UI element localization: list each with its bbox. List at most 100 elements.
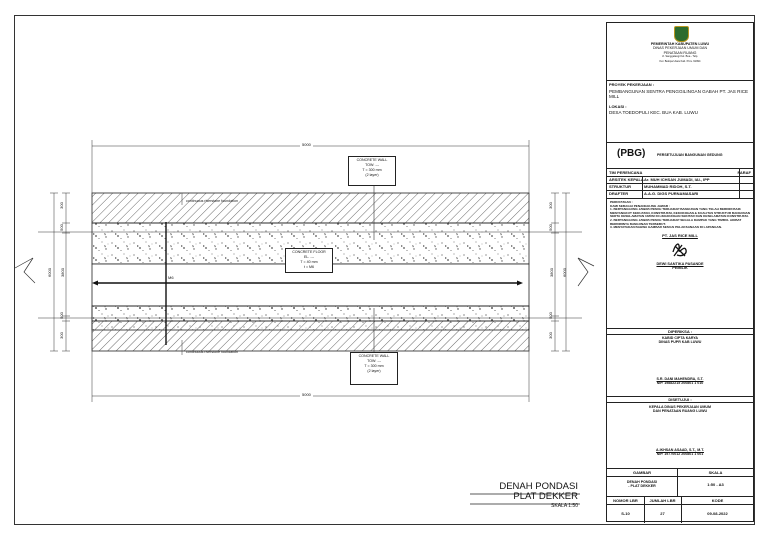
drawing-scale: SKALA 1:50: [551, 503, 578, 509]
foundation-label-top: continuous riverstone foundation: [186, 199, 238, 203]
team-section: TIM PERENCANA PARAF ARSITEK KEPALA Ar. M…: [607, 168, 753, 199]
dim-top-text: 5000: [300, 142, 313, 147]
wall-label-top: CONCRETE WALL TOW: --- T = 300 mm (2 lay…: [348, 156, 396, 186]
owner-role: PEMILIK: [672, 265, 688, 270]
team-role-3: DRAFTER: [609, 191, 629, 196]
wall-top-line-5: (2 layer): [365, 173, 379, 177]
team-name-3: A.A.G. DIGS PURNAMASARI: [644, 191, 699, 196]
dim-left-2: 500: [58, 224, 64, 231]
dim-left-overall: 6000: [46, 268, 52, 277]
government-logo: [674, 26, 689, 42]
org-line-4: Jl. Sanggalangi Kel. Bua - Telp.: [662, 55, 698, 59]
jumlah-label: JUMLAH LBR: [649, 498, 676, 503]
diperiksa-label: DIPERIKSA :: [667, 329, 693, 334]
break-mark-left: [14, 257, 36, 284]
kode-label: KODE: [711, 498, 724, 503]
dim-right-overall: 6000: [561, 268, 567, 277]
owner-name: DEWI SANTIKA PASANDE: [656, 262, 704, 267]
riverstone-band-top: [91, 192, 530, 224]
team-label: TIM PERENCANA: [609, 170, 643, 175]
diperiksa-name: S.R. DANI MAHENDRA, S.T.: [656, 376, 704, 381]
wall-label-bottom: CONCRETE WALL TOW: --- T = 300 mm (2 lay…: [350, 352, 398, 385]
org-line-1: PEMERINTAH KABUPATEN LUWU: [650, 42, 710, 46]
wall-top-line-2: TOW: ---: [365, 163, 379, 167]
drawing-title-line1: DENAH PONDASI: [499, 481, 578, 492]
floor-line-4: t = M6: [303, 265, 315, 269]
dim-bottom-text: 5000: [300, 392, 313, 397]
sheet-border: [14, 15, 755, 525]
dim-right-4: 500: [547, 312, 553, 319]
statement-section: PERNYATAAN : KAMI SEBAGAI PENANGGUNG JAW…: [607, 198, 753, 328]
diperiksa-label-row: DIPERIKSA :: [607, 328, 753, 334]
dim-right-5: 300: [547, 332, 553, 339]
floor-label: CONCRETE FLOOR EL. --- T = 40 mm t = M6: [285, 248, 333, 273]
org-line-3: PENATAAN RUANG: [663, 50, 697, 55]
disetujui-role-2: DAN PENATAAN RUANG LUWU: [652, 409, 708, 414]
pbg-code: (PBG): [617, 148, 646, 159]
owner-signature: [670, 240, 690, 260]
nomor-label: NOMOR LBR: [613, 498, 638, 503]
team-role-1: ARSITEK KEPALA: [609, 177, 644, 182]
diperiksa-section: KABID CIPTA KARYA DINAS PUPR KAB LUWU S.…: [607, 334, 753, 396]
project-label: PROYEK PEKERJAAN :: [609, 82, 655, 87]
org-line-2: DINAS PEKERJAAN UMUM DAN: [652, 46, 708, 51]
kode-value: 09-08-2022: [707, 511, 728, 516]
drawing-title-line2: PLAT DEKKER: [513, 491, 578, 502]
floor-line-3: T = 40 mm: [300, 260, 318, 264]
dim-right-3: 3800: [548, 268, 554, 277]
skala-label: SKALA: [708, 470, 723, 475]
drawing-title: DENAH PONDASI PLAT DEKKER SKALA 1:50: [470, 482, 578, 510]
foundation-label-bottom: continuous riverstone foundation: [186, 350, 238, 354]
project-section: PROYEK PEKERJAAN : PEMBANGUNAN SENTRA PE…: [607, 80, 753, 142]
wall-bottom-line-5: (2 layer): [367, 369, 381, 373]
project-name: PEMBANGUNAN SENTRA PENGGILINGAN GABAH PT…: [609, 89, 749, 100]
dim-left-5: 300: [58, 332, 64, 339]
gambar-value: DENAH PONDASI - PLAT DEKKER: [626, 480, 658, 489]
disetujui-label: DISETUJUI :: [668, 397, 692, 402]
disetujui-role-1: KEPALA DINAS PEKERJAAN UMUM: [649, 405, 711, 409]
wall-bottom-line-2: TOW: ---: [367, 359, 381, 363]
nomor-value: S-10: [621, 511, 630, 516]
break-mark-right: [577, 257, 595, 287]
disetujui-label-row: DISETUJUI :: [607, 396, 753, 402]
disetujui-section: KEPALA DINAS PEKERJAAN UMUM DAN PENATAAN…: [607, 402, 753, 468]
drawing-info-section: GAMBAR SKALA DENAH PONDASI - PLAT DEKKER…: [607, 468, 753, 497]
wall-bottom-line-1: CONCRETE WALL: [358, 354, 390, 358]
pbg-description: PERSETUJUAN BANGUNAN GEDUNG: [657, 153, 723, 157]
statement-intro: KAMI SEBAGAI PENANGGUNG JAWAB :: [610, 203, 670, 208]
disetujui-nip: NIP. 19770012 200801 1 001: [656, 452, 704, 457]
title-block: PEMERINTAH KABUPATEN LUWU DINAS PEKERJAA…: [606, 22, 754, 523]
team-name-1: Ar. MUH ICHSAN JUMADI, IAI., IPP: [644, 177, 710, 182]
floor-line-2: EL. ---: [304, 255, 314, 259]
dim-right-1: 300: [547, 202, 553, 209]
location-label: LOKASI :: [609, 103, 627, 109]
wall-bottom-line-3: T = 300 mm: [364, 364, 384, 368]
location-name: DESA TOEDOPULI KEC. BUA KAB. LUWU: [609, 109, 698, 115]
statement-1: 1. BERTANGGUNG JAWAB PENUH TERHADAP BANG…: [610, 207, 750, 219]
owner-company: PT. JAS RICE MILL: [662, 232, 698, 238]
mark-m6: M6: [168, 275, 174, 280]
dim-left-1: 300: [58, 202, 64, 209]
jumlah-value: 27: [660, 511, 665, 516]
org-line-5: Kel. Belopa Utara Kab. Prov. 91994: [659, 59, 701, 63]
wall-top-line-1: CONCRETE WALL: [356, 158, 388, 162]
pbg-section: (PBG) PERSETUJUAN BANGUNAN GEDUNG: [607, 142, 753, 168]
wall-top-line-3: T = 300 mm: [362, 168, 382, 172]
disetujui-name: A.IKHSAN ASAAD, S.T., M.T.: [656, 447, 704, 452]
diperiksa-nip: NIP. 19882215 200801 1 010: [656, 381, 704, 386]
diperiksa-role-1: KABID CIPTA KARYA: [661, 336, 699, 340]
org-header: PEMERINTAH KABUPATEN LUWU DINAS PEKERJAA…: [607, 42, 753, 64]
riverstone-band-bottom: [91, 320, 530, 352]
dim-right-2: 500: [547, 224, 553, 231]
statement-label: PERNYATAAN :: [610, 200, 633, 204]
gambar-label: GAMBAR: [633, 470, 651, 475]
team-role-2: STRUKTUR: [609, 184, 631, 189]
statement-2: 2. BERTANGGUNG JAWAB PENUH TERHADAP SEGA…: [610, 217, 742, 226]
statement-3: 3. MENYATAKAN BAHWA GAMBAR SESUAI PELAKS…: [610, 225, 722, 230]
floor-line-1: CONCRETE FLOOR: [292, 250, 326, 254]
dim-left-3: 3800: [59, 268, 65, 277]
paraf-label: PARAF: [737, 170, 751, 175]
sheet-info-section: NOMOR LBR JUMLAH LBR KODE S-10 27 09-08-…: [607, 496, 753, 523]
skala-value: 1:50 - A3: [707, 482, 724, 487]
